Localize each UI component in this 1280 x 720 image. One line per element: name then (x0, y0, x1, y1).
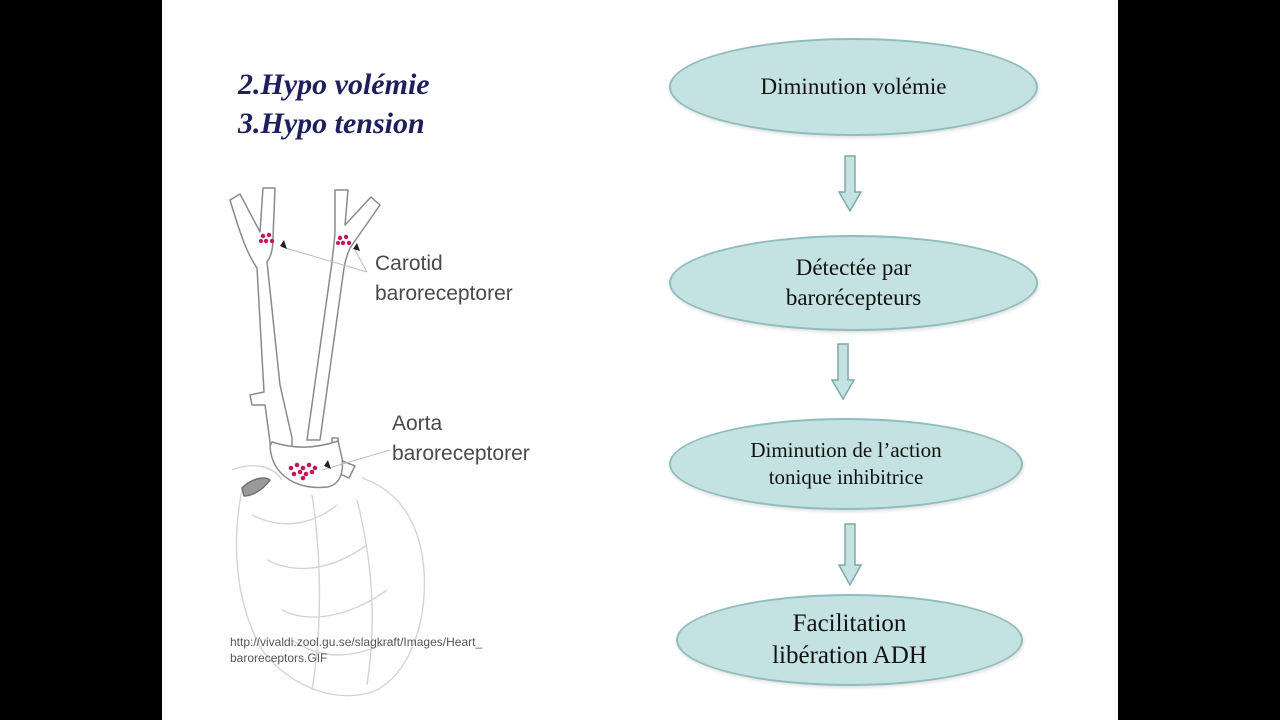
down-arrow-3 (838, 523, 862, 587)
aorta-label-line2: baroreceptorer (392, 442, 530, 465)
flow-node-label: Diminution volémie (760, 74, 947, 100)
flow-node-reduced-inhibitory-tone: Diminution de l’action tonique inhibitri… (669, 418, 1023, 510)
arteries (229, 187, 381, 497)
heading-hypovolemia: 2.Hypo volémie (238, 68, 430, 101)
aorta-receptors (288, 462, 318, 481)
image-source-line1: http://vivaldi.zool.gu.se/slagkraft/Imag… (230, 635, 482, 649)
down-arrow-1 (838, 155, 862, 213)
carotid-label-line1: Carotid (375, 252, 443, 275)
carotid-label-line2: baroreceptorer (375, 282, 513, 305)
carotid-receptors (259, 232, 352, 246)
flow-node-label: Facilitation libération ADH (772, 609, 927, 670)
flow-node-label: Détectée par barorécepteurs (785, 255, 922, 310)
flow-node-adh-release: Facilitation libération ADH (676, 594, 1023, 686)
label-pointers (281, 246, 391, 471)
slide: 2.Hypo volémie 3.Hypo tension (162, 0, 1118, 720)
down-arrow-2 (831, 343, 855, 401)
heart-sketch (231, 464, 426, 697)
flow-node-label: Diminution de l’action tonique inhibitri… (750, 437, 942, 489)
heading-hypotension: 3.Hypo tension (238, 107, 425, 140)
flow-node-decreased-volume: Diminution volémie (669, 38, 1038, 136)
flow-node-detected-by-baroreceptors: Détectée par barorécepteurs (669, 235, 1038, 331)
image-source-line2: baroreceptors.GIF (230, 651, 327, 665)
aorta-label-line1: Aorta (392, 412, 443, 435)
baroreceptor-illustration: Carotid baroreceptorer Aorta barorecepto… (229, 187, 530, 697)
pointer-arrowheads (280, 240, 360, 469)
